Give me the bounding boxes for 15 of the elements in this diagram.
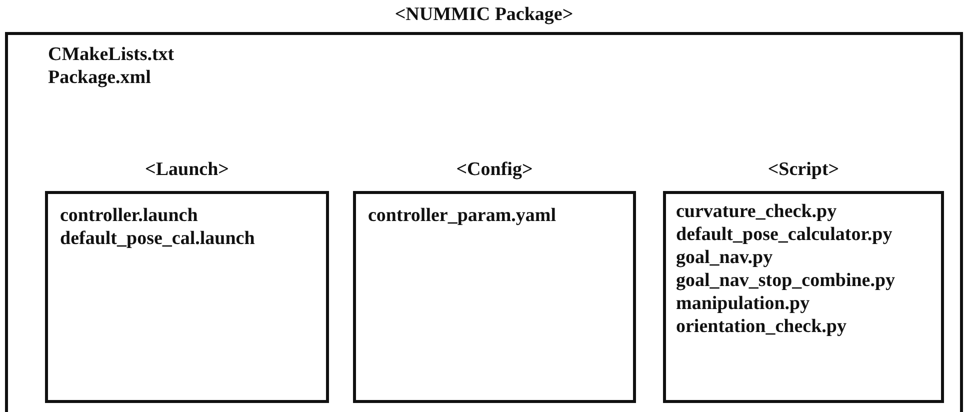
file-name: curvature_check.py: [676, 200, 838, 223]
folder-heading: <Launch>: [144, 159, 230, 181]
folder-heading: <Script>: [766, 159, 840, 181]
folder-heading: <NUMMIC Package>: [394, 4, 574, 26]
file-name: default_pose_cal.launch: [60, 227, 255, 250]
folder-heading: <Config>: [455, 159, 534, 181]
file-name: Package.xml: [48, 66, 152, 89]
file-name: controller_param.yaml: [368, 204, 556, 227]
file-name: controller.launch: [60, 204, 199, 227]
file-name: default_pose_calculator.py: [676, 223, 894, 246]
file-name: goal_nav_stop_combine.py: [676, 269, 896, 292]
file-name: orientation_check.py: [676, 315, 848, 338]
file-name: manipulation.py: [676, 292, 811, 315]
file-name: goal_nav.py: [676, 246, 774, 269]
file-name: CMakeLists.txt: [48, 43, 174, 66]
